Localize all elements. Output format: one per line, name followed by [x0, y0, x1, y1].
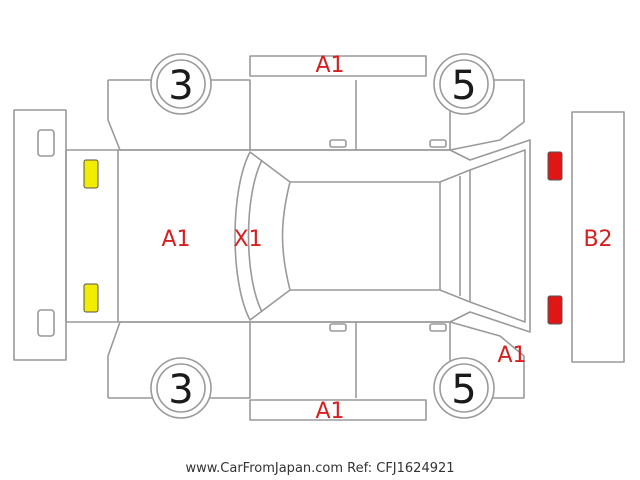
tire-front-left: 3 — [150, 53, 212, 115]
windshield-outline — [234, 151, 291, 321]
tire-rear-right-value: 5 — [451, 367, 476, 413]
tire-front-right-value: 3 — [168, 367, 193, 413]
damage-code-top-side: A1 — [315, 53, 344, 78]
damage-code-rear-bumper: B2 — [583, 227, 612, 252]
tire-rear-left-value: 5 — [451, 63, 476, 109]
tire-rear-left: 5 — [433, 53, 495, 115]
rear-bumper — [571, 111, 625, 363]
car-body-top-view — [65, 139, 531, 333]
damage-code-bottom-side: A1 — [315, 399, 344, 424]
damage-code-hood: A1 — [161, 227, 190, 252]
taillight-bottom-icon — [547, 295, 563, 325]
tire-front-left-value: 3 — [168, 63, 193, 109]
footer-reference: www.CarFromJapan.com Ref: CFJ1624921 — [185, 461, 454, 476]
damage-code-windshield: X1 — [233, 227, 262, 252]
headlight-top-icon — [83, 159, 99, 189]
tire-front-right: 3 — [150, 357, 212, 419]
tire-rear-right: 5 — [433, 357, 495, 419]
damage-code-rear-quarter: A1 — [497, 343, 526, 368]
front-bumper — [13, 109, 67, 361]
headlight-bottom-icon — [83, 283, 99, 313]
taillight-top-icon — [547, 151, 563, 181]
